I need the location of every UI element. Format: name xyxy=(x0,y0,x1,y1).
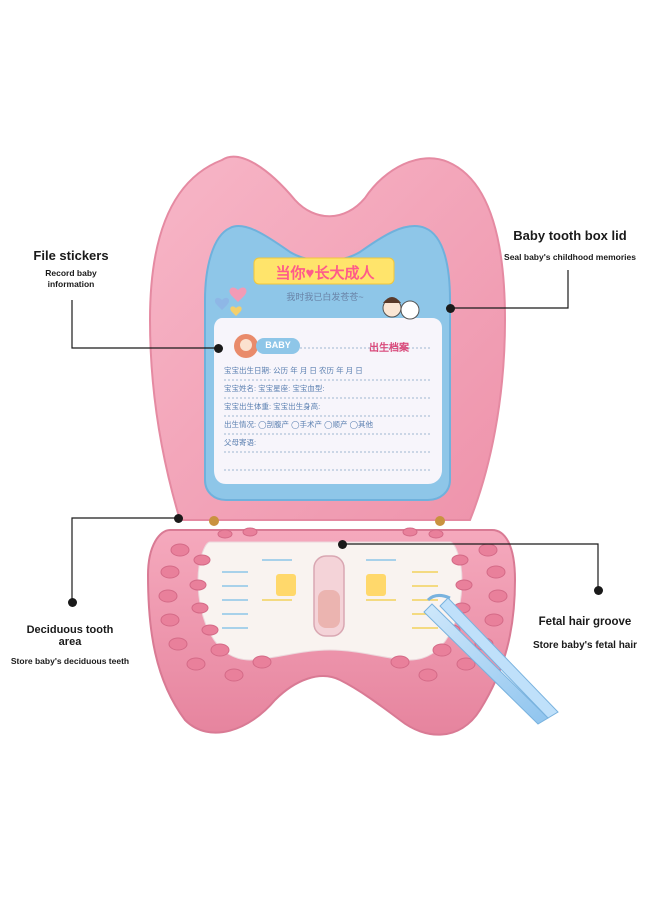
fetal-hair-title: Fetal hair groove xyxy=(538,616,632,628)
card-row-5: 父母寄语: xyxy=(224,438,257,447)
deciduous-desc: Store baby's deciduous teeth xyxy=(10,656,130,666)
card-row-3: 宝宝出生体重: 宝宝出生身高: xyxy=(224,402,321,411)
lid-title: Baby tooth box lid xyxy=(513,228,627,243)
fetal-hair-callout: Fetal hair groove Store baby's fetal hai… xyxy=(522,616,648,651)
deciduous-callout-dot xyxy=(174,514,183,523)
card-banner: 当你♥长大成人 xyxy=(275,265,375,282)
deciduous-callout: Deciduous tooth area Store baby's decidu… xyxy=(8,624,132,667)
deciduous-title: Deciduous tooth area xyxy=(26,624,114,648)
fetal-hair-desc: Store baby's fetal hair xyxy=(532,640,638,651)
deciduous-bottom-dot xyxy=(68,598,77,607)
card-sub: 我时我已白发苍苍~ xyxy=(286,292,364,302)
lid-callout: Baby tooth box lid Seal baby's childhood… xyxy=(490,228,650,263)
sticker-callout-dot xyxy=(214,344,223,353)
tweezers xyxy=(423,603,549,725)
archive-title: 出生档案 xyxy=(369,343,409,354)
lid-callout-dot xyxy=(446,304,455,313)
hair-bottom-dot xyxy=(594,586,603,595)
baby-tag: BABY xyxy=(265,340,291,350)
card-row-2: 宝宝姓名: 宝宝星座: 宝宝血型: xyxy=(224,384,325,393)
file-stickers-desc: Record baby information xyxy=(45,268,97,289)
card-row-1: 宝宝出生日期: 公历 年 月 日 农历 年 月 日 xyxy=(224,366,363,375)
file-stickers-title: File stickers xyxy=(33,248,109,263)
lid-desc: Seal baby's childhood memories xyxy=(504,252,636,262)
hair-callout-dot xyxy=(338,540,347,549)
file-stickers-callout: File stickers Record baby information xyxy=(16,248,126,290)
card-row-4: 出生情况: ◯剖腹产 ◯手术产 ◯顺产 ◯其他 xyxy=(224,420,373,429)
